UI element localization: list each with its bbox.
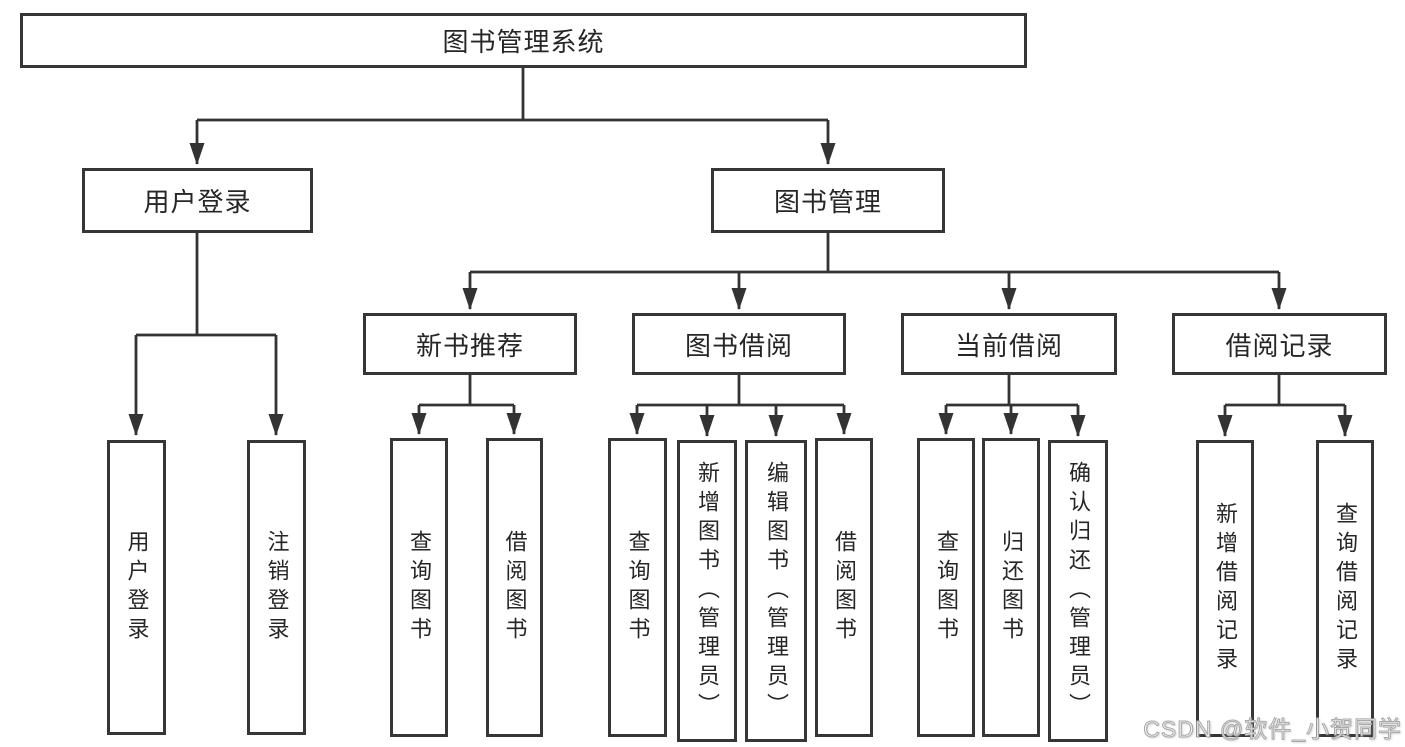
node-book-borrowing: 图书借阅: [632, 313, 846, 375]
node-book-management: 图书管理: [711, 168, 945, 233]
node-bb-edit-books-admin: 编辑图书（管理员）: [745, 440, 807, 742]
node-library-management-system: 图书管理系统: [20, 13, 1027, 68]
watermark: CSDN @软件_小贺同学: [1143, 716, 1402, 743]
node-br-add-record: 新增借阅记录: [1196, 440, 1254, 737]
node-user-login-leaf: 用户登录: [107, 440, 166, 735]
node-borrowing-records: 借阅记录: [1172, 313, 1387, 375]
node-nb-borrow-books: 借阅图书: [486, 438, 543, 737]
arrow-lines: [128, 120, 1353, 437]
branch-lines: [136, 68, 1345, 407]
node-new-book-recommendation: 新书推荐: [363, 313, 577, 375]
node-bb-query-books: 查询图书: [608, 438, 667, 737]
node-cb-return-books: 归还图书: [982, 438, 1040, 737]
node-bb-add-books-admin: 新增图书（管理员）: [677, 440, 737, 742]
node-logout: 注销登录: [247, 440, 306, 735]
node-nb-query-books: 查询图书: [390, 438, 448, 737]
node-cb-confirm-return-admin: 确认归还（管理员）: [1048, 440, 1108, 742]
node-user-login: 用户登录: [82, 168, 313, 233]
node-cb-query-books: 查询图书: [917, 438, 975, 737]
node-br-query-record: 查询借阅记录: [1316, 440, 1374, 737]
node-bb-borrow-books: 借阅图书: [815, 438, 873, 737]
node-current-borrowing: 当前借阅: [901, 313, 1117, 375]
